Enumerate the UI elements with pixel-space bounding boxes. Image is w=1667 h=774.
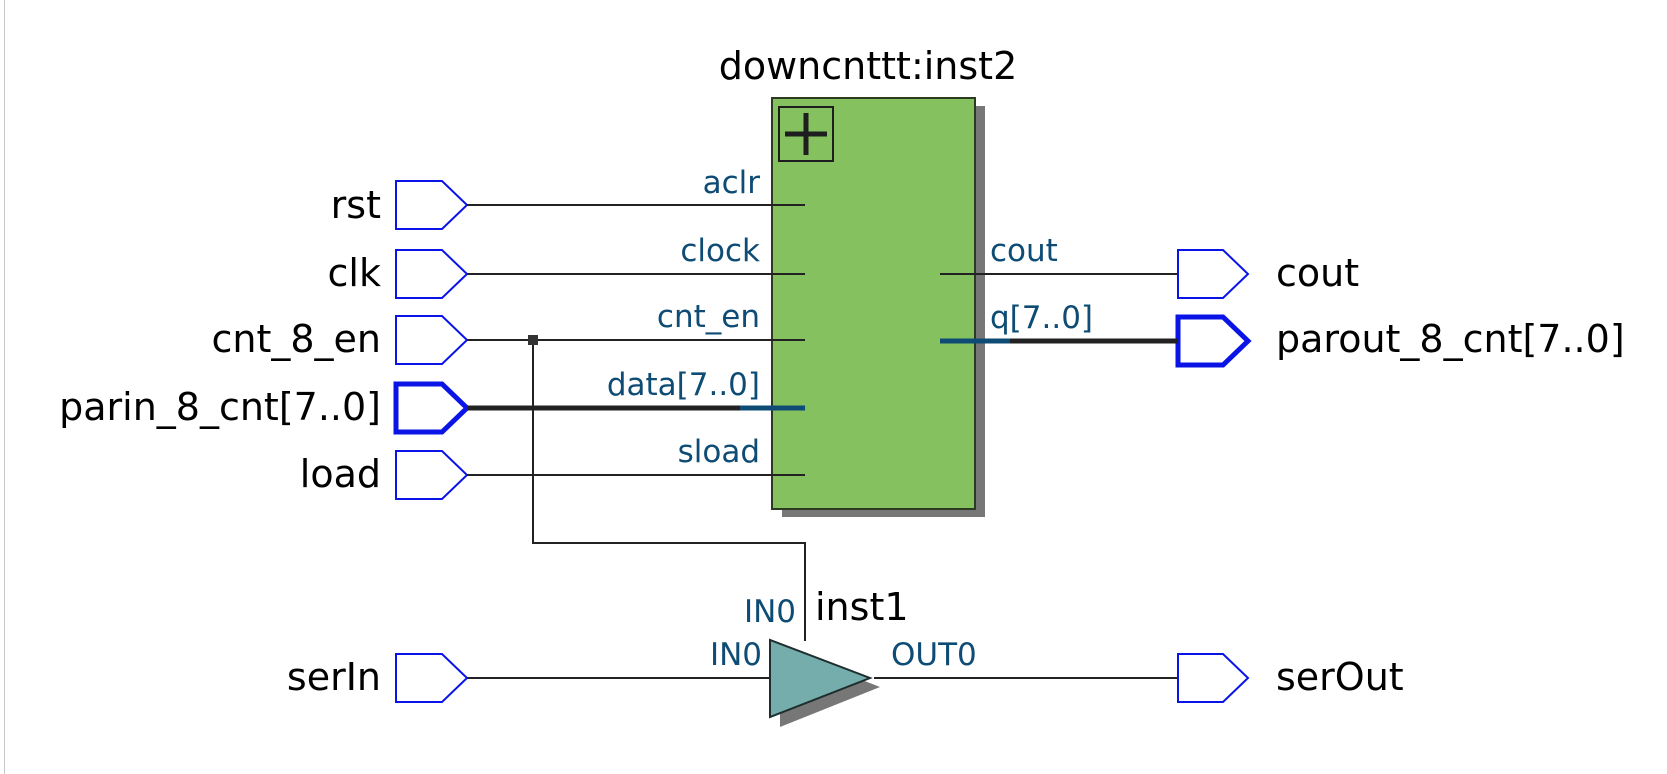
left-frame-border [4, 0, 5, 774]
port-cnt-en: cnt_en [657, 299, 760, 335]
port-in0-top: IN0 [744, 594, 796, 630]
pin-label: parout_8_cnt[7..0] [1276, 317, 1625, 361]
port-data: data[7..0] [607, 367, 760, 403]
expand-plus-icon[interactable] [778, 106, 834, 162]
buffer-body[interactable] [769, 638, 873, 719]
pin-label: rst [331, 183, 381, 227]
pin-shape [1177, 249, 1250, 299]
buffer-title: inst1 [815, 585, 909, 629]
pin-shape [395, 249, 469, 299]
pin-label: clk [328, 251, 381, 295]
module-title: downcnttt:inst2 [719, 44, 1018, 88]
wires [467, 204, 1178, 679]
pin-shape [395, 653, 469, 703]
output-pin-serout[interactable]: serOut [1177, 653, 1404, 703]
pin-label: cnt_8_en [211, 317, 381, 361]
port-clock: clock [680, 233, 760, 269]
wire-enable-to-buffer[interactable] [532, 340, 806, 641]
input-pin-load[interactable]: load [300, 450, 469, 500]
pin-label: serIn [287, 655, 381, 699]
junction-dot [528, 335, 538, 345]
pin-shape [395, 315, 469, 365]
port-out0: OUT0 [891, 637, 977, 673]
input-pin-clk[interactable]: clk [328, 249, 469, 299]
module-downcnttt[interactable]: downcnttt:inst2 [719, 44, 1018, 517]
port-sload: sload [678, 434, 760, 470]
port-aclr: aclr [703, 165, 761, 201]
pin-shape [395, 180, 469, 230]
pin-shape-bus [1175, 314, 1252, 368]
pin-shape [1177, 653, 1250, 703]
pin-label: cout [1276, 251, 1359, 295]
port-q: q[7..0] [990, 300, 1093, 336]
pin-label: serOut [1276, 655, 1404, 699]
buffer-inst1[interactable]: inst1 IN0 IN0 OUT0 [710, 585, 977, 727]
input-pin-parin-8-cnt[interactable]: parin_8_cnt[7..0] [59, 381, 471, 435]
port-cout: cout [990, 233, 1058, 269]
input-pin-serin[interactable]: serIn [287, 653, 469, 703]
port-in0: IN0 [710, 637, 762, 673]
input-pin-rst[interactable]: rst [331, 180, 469, 230]
pin-shape-bus [393, 381, 471, 435]
module-body[interactable] [771, 97, 976, 510]
pin-label: parin_8_cnt[7..0] [59, 385, 381, 429]
pin-label: load [300, 452, 381, 496]
output-pin-parout-8-cnt[interactable]: parout_8_cnt[7..0] [1175, 314, 1625, 368]
output-pin-cout[interactable]: cout [1177, 249, 1359, 299]
pin-shape [395, 450, 469, 500]
input-pin-cnt-8-en[interactable]: cnt_8_en [211, 315, 469, 365]
